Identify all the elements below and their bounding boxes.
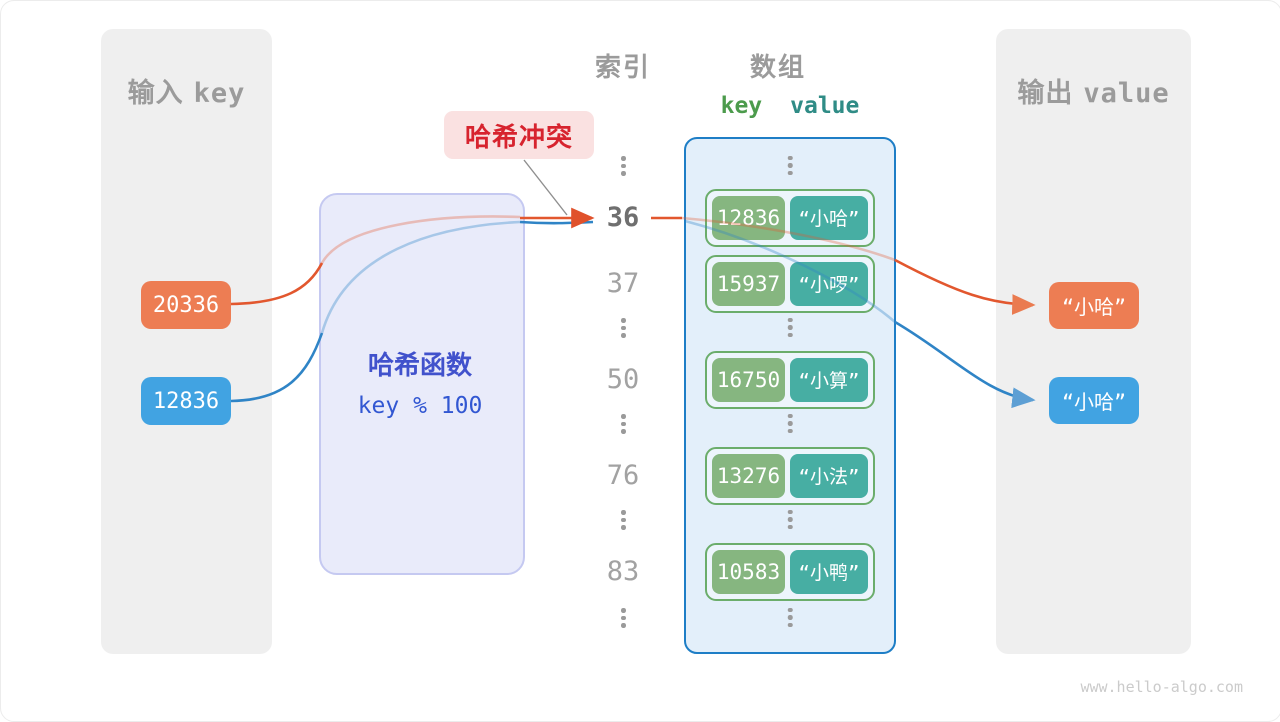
watermark: www.hello-algo.com (1080, 678, 1243, 696)
index-label: 76 (606, 460, 640, 491)
output-title-zh: 输出 (1017, 78, 1074, 109)
input-title-en: key (193, 78, 246, 109)
key-badge: 16750 (712, 357, 785, 402)
value-header-label: value (790, 93, 860, 119)
ellipsis-dots-icon (621, 510, 626, 530)
array-column-header: 数组 (749, 53, 806, 83)
ellipsis-dots-icon (621, 318, 626, 338)
output-value-badge-orange: “小哈” (1049, 282, 1139, 329)
ellipsis-dots-icon (787, 413, 793, 433)
value-badge: “小算” (790, 357, 868, 402)
value-badge: “小哈” (790, 195, 868, 240)
ellipsis-dots-icon (621, 156, 626, 176)
kv-pair: 10583“小鸭” (705, 542, 875, 601)
key-badge: 13276 (712, 453, 785, 498)
kv-pair: 13276“小法” (705, 446, 875, 505)
ellipsis-dots-icon (787, 509, 793, 529)
ellipsis-dots-icon (787, 155, 793, 175)
hash-function-name: 哈希函数 (367, 351, 472, 381)
output-value-badge-blue: “小哈” (1049, 377, 1139, 424)
index-label: 36 (606, 202, 640, 233)
array-box: 12836“小哈”15937“小啰”16750“小算”13276“小法”1058… (684, 137, 896, 654)
kv-pair: 16750“小算” (705, 350, 875, 409)
key-value-header: key value (684, 93, 896, 119)
kv-pair: 12836“小哈” (705, 188, 875, 247)
output-title-en: value (1083, 78, 1170, 109)
hash-function-formula: key % 100 (357, 393, 483, 419)
key-badge: 12836 (712, 195, 785, 240)
ellipsis-dots-icon (787, 317, 793, 337)
index-column-header: 索引 (594, 53, 651, 83)
hash-function-box (319, 193, 525, 575)
index-label: 37 (606, 268, 640, 299)
key-badge: 10583 (712, 549, 785, 594)
input-panel-title: 输入 key (101, 71, 272, 110)
input-key-badge-orange: 20336 (141, 281, 231, 329)
value-badge: “小鸭” (790, 549, 868, 594)
input-key-badge-blue: 12836 (141, 377, 231, 425)
index-label: 83 (606, 556, 640, 587)
key-badge: 15937 (712, 261, 785, 306)
kv-pair: 15937“小啰” (705, 254, 875, 313)
value-badge: “小法” (790, 453, 868, 498)
ellipsis-dots-icon (621, 414, 626, 434)
index-label: 50 (606, 364, 640, 395)
ellipsis-dots-icon (621, 608, 626, 628)
output-panel-title: 输出 value (996, 71, 1191, 110)
key-header-label: key (720, 93, 763, 119)
input-title-zh: 输入 (127, 78, 184, 109)
value-badge: “小啰” (790, 261, 868, 306)
hash-collision-badge: 哈希冲突 (444, 111, 594, 159)
ellipsis-dots-icon (787, 607, 793, 627)
